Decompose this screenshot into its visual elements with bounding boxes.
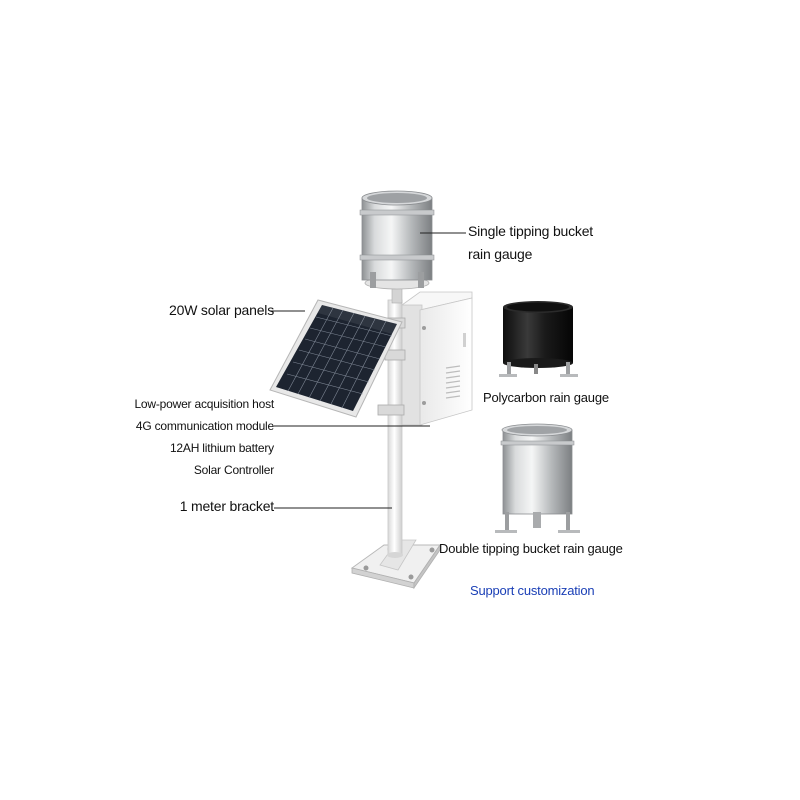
polycarbon-gauge-graphic [499, 301, 578, 377]
vent-slots [445, 365, 461, 399]
single-tipping-gauge-graphic [359, 190, 435, 304]
label-double-tipping: Double tipping bucket rain gauge [439, 541, 623, 556]
label-host-line-3: 12AH lithium battery [169, 441, 274, 455]
label-single-tipping-line2: rain gauge [468, 246, 533, 262]
support-customization-text: Support customization [470, 583, 595, 598]
base-plate [350, 539, 441, 590]
label-polycarbon: Polycarbon rain gauge [483, 390, 609, 405]
enclosure-box [401, 291, 473, 426]
label-bracket: 1 meter bracket [179, 498, 274, 514]
label-host-line-1: Low-power acquisition host [134, 397, 274, 411]
solar-panel [269, 299, 403, 418]
label-single-tipping-line1: Single tipping bucket [468, 223, 593, 239]
double-tipping-gauge-graphic [495, 423, 580, 533]
leader-lines [270, 232, 466, 509]
label-host-line-4: Solar Controller [193, 463, 274, 477]
label-host-line-2: 4G communication module [135, 419, 274, 433]
label-solar-panels: 20W solar panels [169, 302, 274, 318]
